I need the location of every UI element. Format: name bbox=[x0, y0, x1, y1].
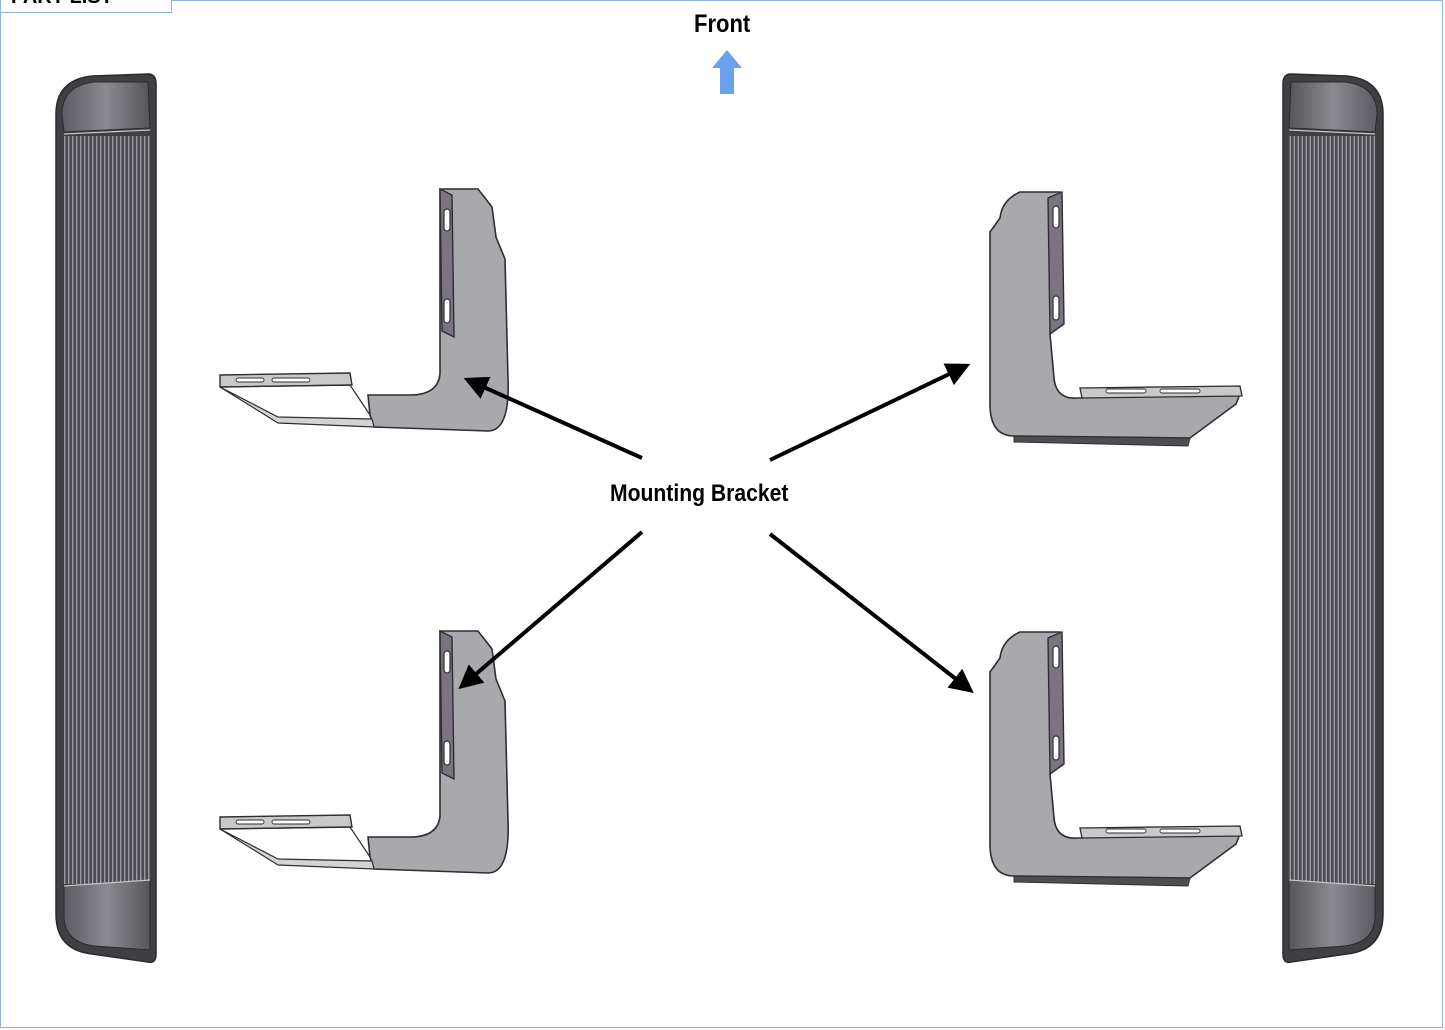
bracket-rear-left bbox=[219, 630, 509, 874]
arrow-up-icon bbox=[712, 50, 742, 94]
leader-line-front-right bbox=[769, 363, 971, 462]
right-running-board bbox=[1282, 73, 1384, 964]
bracket-front-left bbox=[219, 188, 509, 432]
header-title: PART LIST bbox=[11, 0, 113, 9]
front-label: Front bbox=[694, 10, 751, 38]
header-tab: PART LIST bbox=[0, 0, 172, 13]
leader-line-rear-left bbox=[458, 530, 644, 690]
bracket-rear-right bbox=[989, 631, 1243, 887]
left-running-board bbox=[55, 73, 157, 964]
mounting-bracket-label: Mounting Bracket bbox=[610, 480, 789, 507]
leader-line-rear-right bbox=[768, 532, 974, 693]
leader-line-front-left bbox=[463, 376, 643, 460]
bracket-front-right bbox=[989, 191, 1243, 447]
